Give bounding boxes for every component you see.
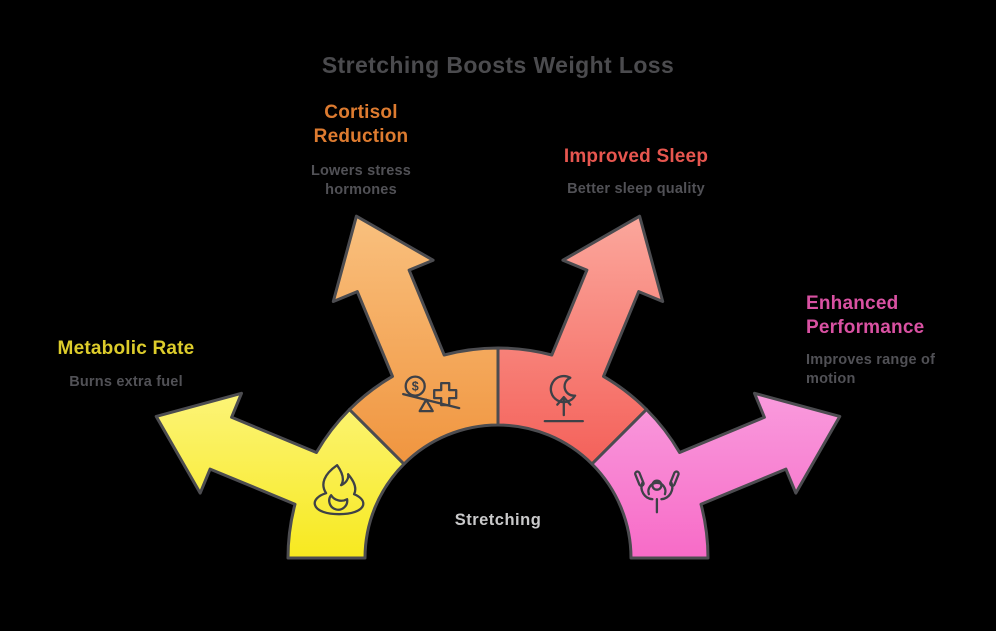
improved-sleep-arrow-segment [496, 214, 665, 466]
label-cortisol-reduction: Cortisol Reduction Lowers stress hormone… [296, 101, 426, 200]
label-improved-sleep: Improved Sleep Better sleep quality [526, 145, 746, 198]
cortisol-reduction-description: Lowers stress hormones [310, 163, 412, 198]
flame-icon [313, 464, 365, 516]
svg-text:$: $ [412, 380, 419, 394]
label-enhanced-performance: Enhanced Performance Improves range of m… [806, 292, 946, 389]
page-title: Stretching Boosts Weight Loss [321, 52, 675, 78]
label-metabolic-rate: Metabolic Rate Burns extra fuel [21, 337, 231, 391]
improved-sleep-description: Better sleep quality [567, 180, 705, 197]
cortisol-reduction-arrow-segment [331, 214, 500, 466]
balance-icon: $ [402, 375, 461, 413]
weightlifter-icon [634, 470, 680, 514]
metabolic-rate-heading: Metabolic Rate [57, 338, 195, 359]
improved-sleep-heading: Improved Sleep [563, 146, 709, 167]
center-label: Stretching [454, 511, 542, 529]
enhanced-performance-arrow-segment [590, 391, 842, 560]
enhanced-performance-description: Improves range of motion [806, 352, 936, 387]
metabolic-rate-description: Burns extra fuel [69, 373, 183, 390]
metabolic-rate-arrow-segment [154, 391, 406, 560]
cortisol-reduction-heading: Cortisol Reduction [313, 102, 409, 147]
enhanced-performance-heading: Enhanced Performance [806, 293, 925, 338]
moon-arrow-icon [543, 374, 584, 423]
